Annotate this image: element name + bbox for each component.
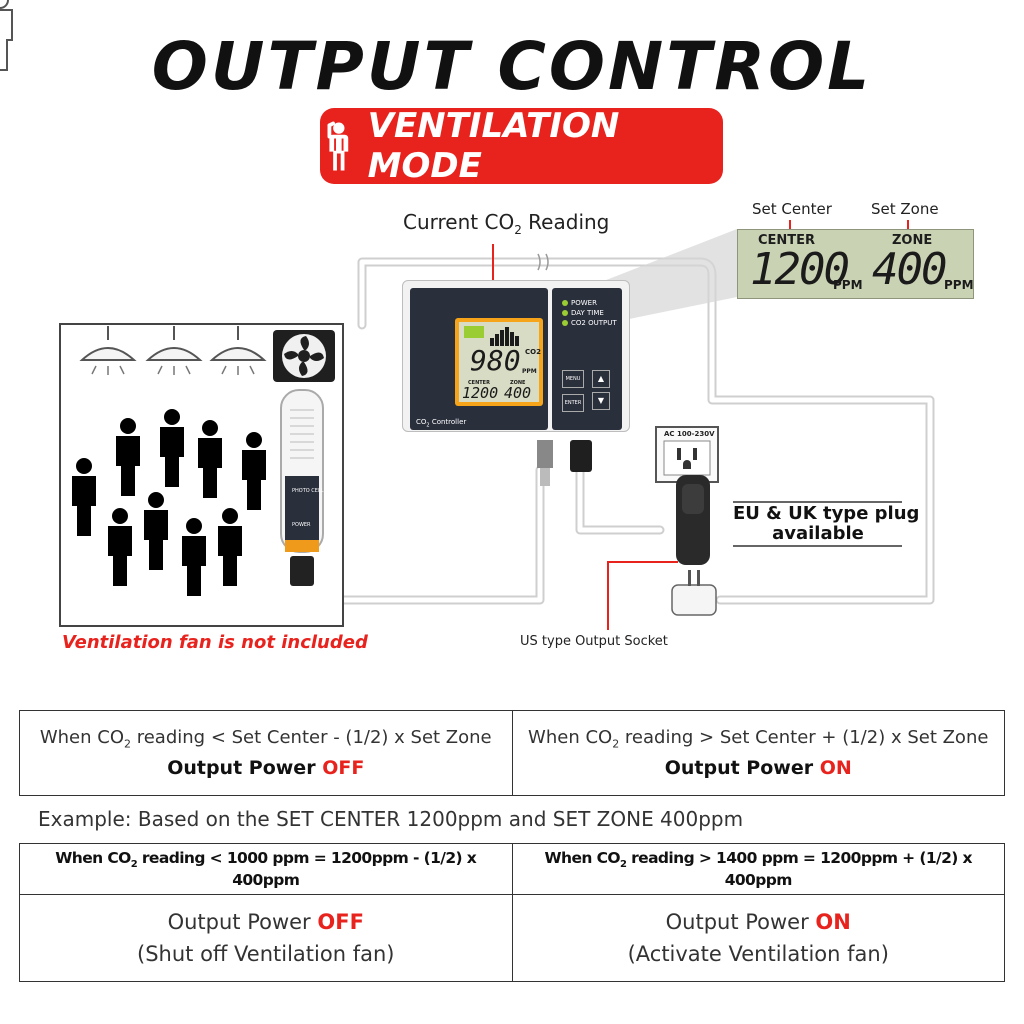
center-value: 1200	[750, 244, 850, 295]
sensor-photo-cell-label: PHOTO CELL	[292, 488, 324, 494]
output-socket	[671, 475, 717, 616]
controller-zone-tag: ZONE	[510, 380, 526, 386]
fan-icon	[273, 330, 335, 382]
condition-on-text: When CO2 reading > Set Center + (1/2) x …	[528, 727, 989, 751]
controller-center-tag: CENTER	[468, 380, 490, 386]
controller-reading-unit: PPM	[522, 368, 537, 375]
center-tag: CENTER	[758, 233, 816, 248]
co2-sensor-probe	[280, 389, 324, 586]
example-table: When CO2 reading < 1000 ppm = 1200ppm - …	[19, 843, 1005, 982]
example-on-head: When CO2 reading > 1400 ppm = 1200ppm + …	[511, 843, 1005, 895]
condition-off-power: Output Power OFF	[167, 756, 365, 779]
outlet-voltage-label: AC 100-230V	[664, 430, 715, 438]
wall-outlet	[655, 426, 719, 483]
controller-reading: 980	[470, 344, 521, 377]
condition-table: When CO2 reading < Set Center - (1/2) x …	[19, 710, 1005, 796]
mode-badge: VENTILATION MODE	[320, 106, 723, 186]
menu-button[interactable]: MENU	[562, 370, 584, 388]
led-list: POWER DAY TIME CO2 OUTPUT	[562, 298, 617, 328]
zone-unit: PPM	[944, 278, 974, 292]
condition-on-cell: When CO2 reading > Set Center + (1/2) x …	[511, 710, 1005, 796]
example-off-head: When CO2 reading < 1000 ppm = 1200ppm - …	[19, 843, 513, 895]
led-co2-output: CO2 OUTPUT	[562, 318, 617, 328]
condition-on-power: Output Power ON	[664, 756, 852, 779]
enter-button[interactable]: ENTER	[562, 394, 584, 412]
example-off-note: (Shut off Ventilation fan)	[137, 942, 395, 966]
arrow-down-icon[interactable]: ▼	[592, 392, 610, 410]
person-icon	[0, 0, 13, 71]
fan-not-included-note: Ventilation fan is not included	[62, 632, 368, 653]
example-on-note: (Activate Ventilation fan)	[627, 942, 889, 966]
condition-off-text: When CO2 reading < Set Center - (1/2) x …	[39, 727, 492, 751]
led-day-time: DAY TIME	[562, 308, 617, 318]
mode-label: VENTILATION MODE	[367, 106, 620, 186]
condition-off-cell: When CO2 reading < Set Center - (1/2) x …	[19, 710, 513, 796]
current-reading-label: Current CO2 Reading	[403, 210, 610, 237]
set-center-label: Set Center	[752, 200, 832, 218]
plug-note: EU & UK type plug available	[733, 503, 920, 544]
zone-tag: ZONE	[892, 233, 933, 248]
zone-value: 400	[872, 244, 947, 295]
arrow-up-icon[interactable]: ▲	[592, 370, 610, 388]
set-zone-label: Set Zone	[871, 200, 939, 218]
person-raising-hand-icon	[327, 121, 349, 171]
us-socket-label: US type Output Socket	[520, 634, 668, 649]
lamp-icon	[79, 326, 267, 375]
example-off-body: Output Power OFF (Shut off Ventilation f…	[19, 894, 513, 982]
center-unit: PPM	[833, 278, 863, 292]
sensor-power-label: POWER	[292, 522, 311, 528]
lcd-zoom-panel: CENTER ZONE 1200 PPM 400 PPM	[737, 229, 974, 299]
controller-co2-tag: CO2	[525, 348, 541, 356]
led-power: POWER	[562, 298, 617, 308]
controller-name: CO2 Controller	[416, 418, 467, 429]
controller-lcd-graph	[464, 326, 519, 346]
example-on-body: Output Power ON (Activate Ventilation fa…	[511, 894, 1005, 982]
example-intro: Example: Based on the SET CENTER 1200ppm…	[38, 807, 744, 831]
controller-zone-value: 400	[504, 384, 532, 402]
controller-center-value: 1200	[462, 384, 499, 402]
page-title: OUTPUT CONTROL	[151, 28, 873, 105]
